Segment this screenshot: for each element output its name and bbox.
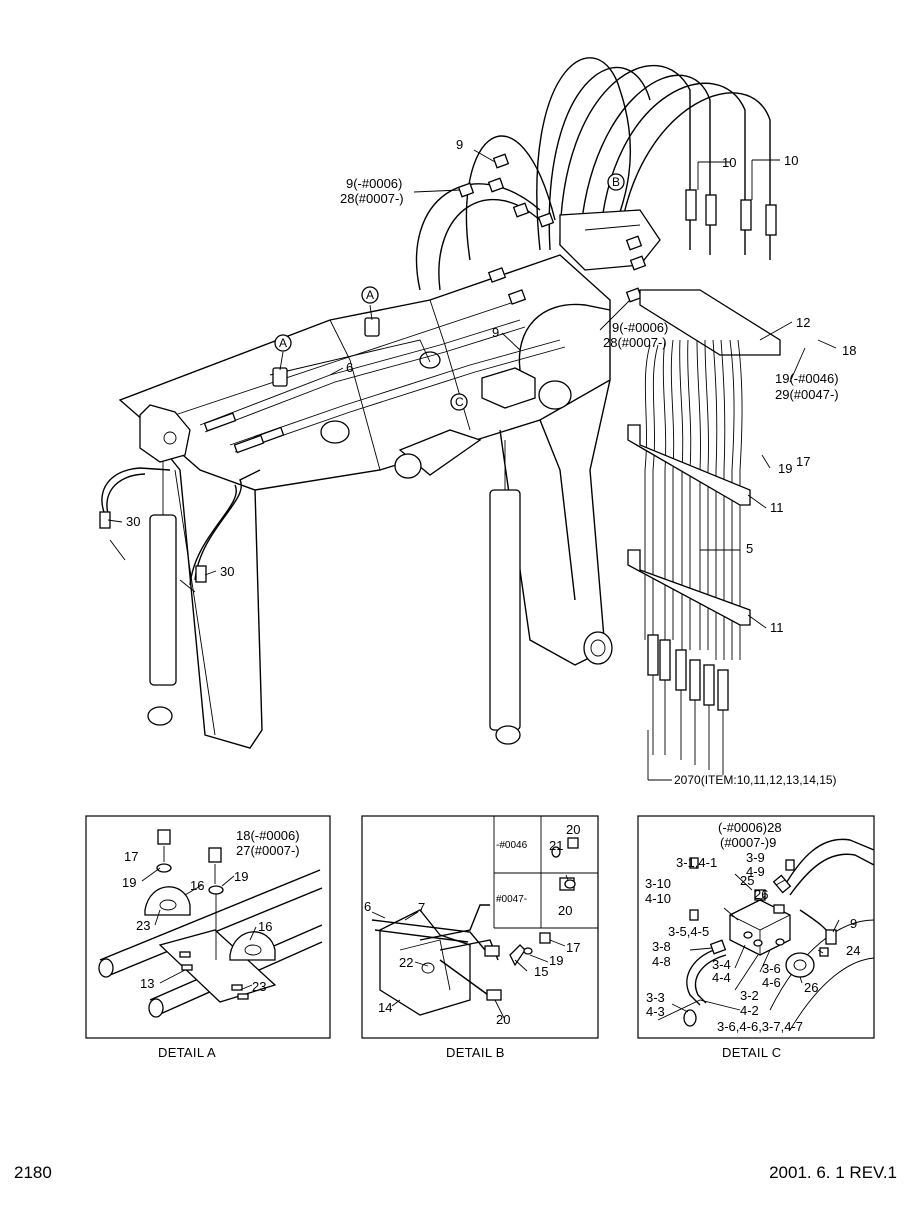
label-30-a: 30 [126,514,140,529]
detail-a-label-18: 18(-#0006) [236,828,300,843]
detail-b-label-6: 6 [364,899,371,914]
label-10-b: 10 [784,153,798,168]
detail-a-label-27: 27(#0007-) [236,843,300,858]
detail-b-label-20c: 20 [496,1012,510,1027]
detail-a-label-16b: 16 [258,919,272,934]
detail-a-label-23b: 23 [252,979,266,994]
label-19-0046: 19(-#0046) [775,371,839,386]
detail-b-panel: -#0046 #0047- [361,815,599,1039]
label-detail-b-ref: B [612,175,620,189]
main-callout-labels: 9 9(-#0006) 28(#0007-) B 10 10 A A 6 9 9… [126,137,856,787]
revision-date: 2001. 6. 1 REV.1 [769,1163,897,1182]
detail-b-label-19: 19 [549,953,563,968]
label-28-0007-right: 28(#0007-) [603,335,667,350]
detail-a-panel [85,815,331,1039]
detail-b-label-22: 22 [399,955,413,970]
detail-b-label-21: 21 [549,838,563,853]
label-detail-a-ref-2: A [279,336,287,350]
detail-c-labels: (-#0006)28 (#0007-)9 3-9 4-9 3-1,4-1 3-1… [645,820,860,1034]
detail-a-label-23a: 23 [136,918,150,933]
leader-lines [107,149,837,781]
detail-c-label-24: 24 [846,943,860,958]
detail-c-label-3-3: 3-3 [646,990,665,1005]
callout-a-circle-1 [361,286,379,304]
detail-a-label-19b: 19 [234,869,248,884]
label-17: 17 [796,454,810,469]
fitting-group-upper [457,153,647,305]
detail-a-frame [85,815,331,1039]
detail-b-label-17: 17 [566,940,580,955]
detail-c-caption: DETAIL C [722,1045,781,1060]
serial-row-0047: #0047- [496,894,527,905]
detail-c-label-4-9: 4-9 [746,864,765,879]
serial-row-0046: -#0046 [496,840,528,851]
detail-c-label-28: (-#0006)28 [718,820,782,835]
detail-c-label-4-2: 4-2 [740,1003,759,1018]
detail-c-label-3-8: 3-8 [652,939,671,954]
detail-b-label-14: 14 [378,1000,392,1015]
detail-a-label-13: 13 [140,976,154,991]
detail-b-label-20b: 20 [558,903,572,918]
detail-c-label-4-4: 4-4 [712,970,731,985]
detail-c-label-3-2: 3-2 [740,988,759,1003]
page-number: 2180 [14,1163,52,1182]
detail-a-label-19a: 19 [122,875,136,890]
detail-c-label-3-6-4-7: 3-6,4-6,3-7,4-7 [717,1019,803,1034]
callout-b-circle [607,173,625,191]
label-detail-a-ref-1: A [366,288,374,302]
label-9-0006-right: 9(-#0006) [612,320,668,335]
detail-a-label-16a: 16 [190,878,204,893]
label-19: 19 [778,461,792,476]
label-5: 5 [746,541,753,556]
detail-a-labels: 17 18(-#0006) 27(#0007-) 19 16 19 23 16 … [122,828,300,994]
label-29-0047: 29(#0047-) [775,387,839,402]
label-detail-c-ref: C [455,395,464,409]
detail-c-label-25: 25 [740,873,754,888]
detail-c-label-4-10: 4-10 [645,891,671,906]
label-12: 12 [796,315,810,330]
detail-c-label-3-6: 3-6 [762,961,781,976]
callout-a-circle-2 [274,334,292,352]
detail-c-label-4-8: 4-8 [652,954,671,969]
detail-b-labels: 20 21 20 6 7 17 19 22 15 14 20 [364,822,580,1027]
label-9-0006: 9(-#0006) [346,176,402,191]
detail-c-label-26a: 26 [754,887,768,902]
detail-c-label-4-6: 4-6 [762,975,781,990]
detail-c-frame [637,815,875,1039]
label-9-top: 9 [456,137,463,152]
label-6: 6 [346,360,353,375]
label-28-0007: 28(#0007-) [340,191,404,206]
detail-c-label-3-5: 3-5,4-5 [668,924,709,939]
detail-a-label-17: 17 [124,849,138,864]
detail-c-panel [637,815,875,1039]
label-30-b: 30 [220,564,234,579]
label-18: 18 [842,343,856,358]
detail-c-label-26b: 26 [804,980,818,995]
detail-c-label-3-9: 3-9 [746,850,765,865]
callout-c-circle [450,393,468,411]
detail-b-label-15: 15 [534,964,548,979]
detail-b-label-7: 7 [418,900,425,915]
detail-a-caption: DETAIL A [158,1045,216,1060]
lower-hose-ends [647,634,729,775]
label-10-a: 10 [722,155,736,170]
detail-c-label-3-10: 3-10 [645,876,671,891]
detail-b-caption: DETAIL B [446,1045,505,1060]
detail-c-label-9: 9 [850,916,857,931]
label-11-b: 11 [770,620,784,635]
detail-c-label-4-3: 4-3 [646,1004,665,1019]
label-11-a: 11 [770,500,784,515]
detail-c-label-3-1: 3-1,4-1 [676,855,717,870]
detail-c-label-9-top: (#0007-)9 [720,835,776,850]
detail-b-serial-table: -#0046 #0047- [493,816,598,929]
label-2070-assembly: 2070(ITEM:10,11,12,13,14,15) [674,773,837,787]
label-9-mid: 9 [492,325,499,340]
boom-assembly-drawing [99,57,837,781]
detail-b-frame [361,815,599,1039]
detail-c-label-3-4: 3-4 [712,957,731,972]
detail-b-label-20a: 20 [566,822,580,837]
